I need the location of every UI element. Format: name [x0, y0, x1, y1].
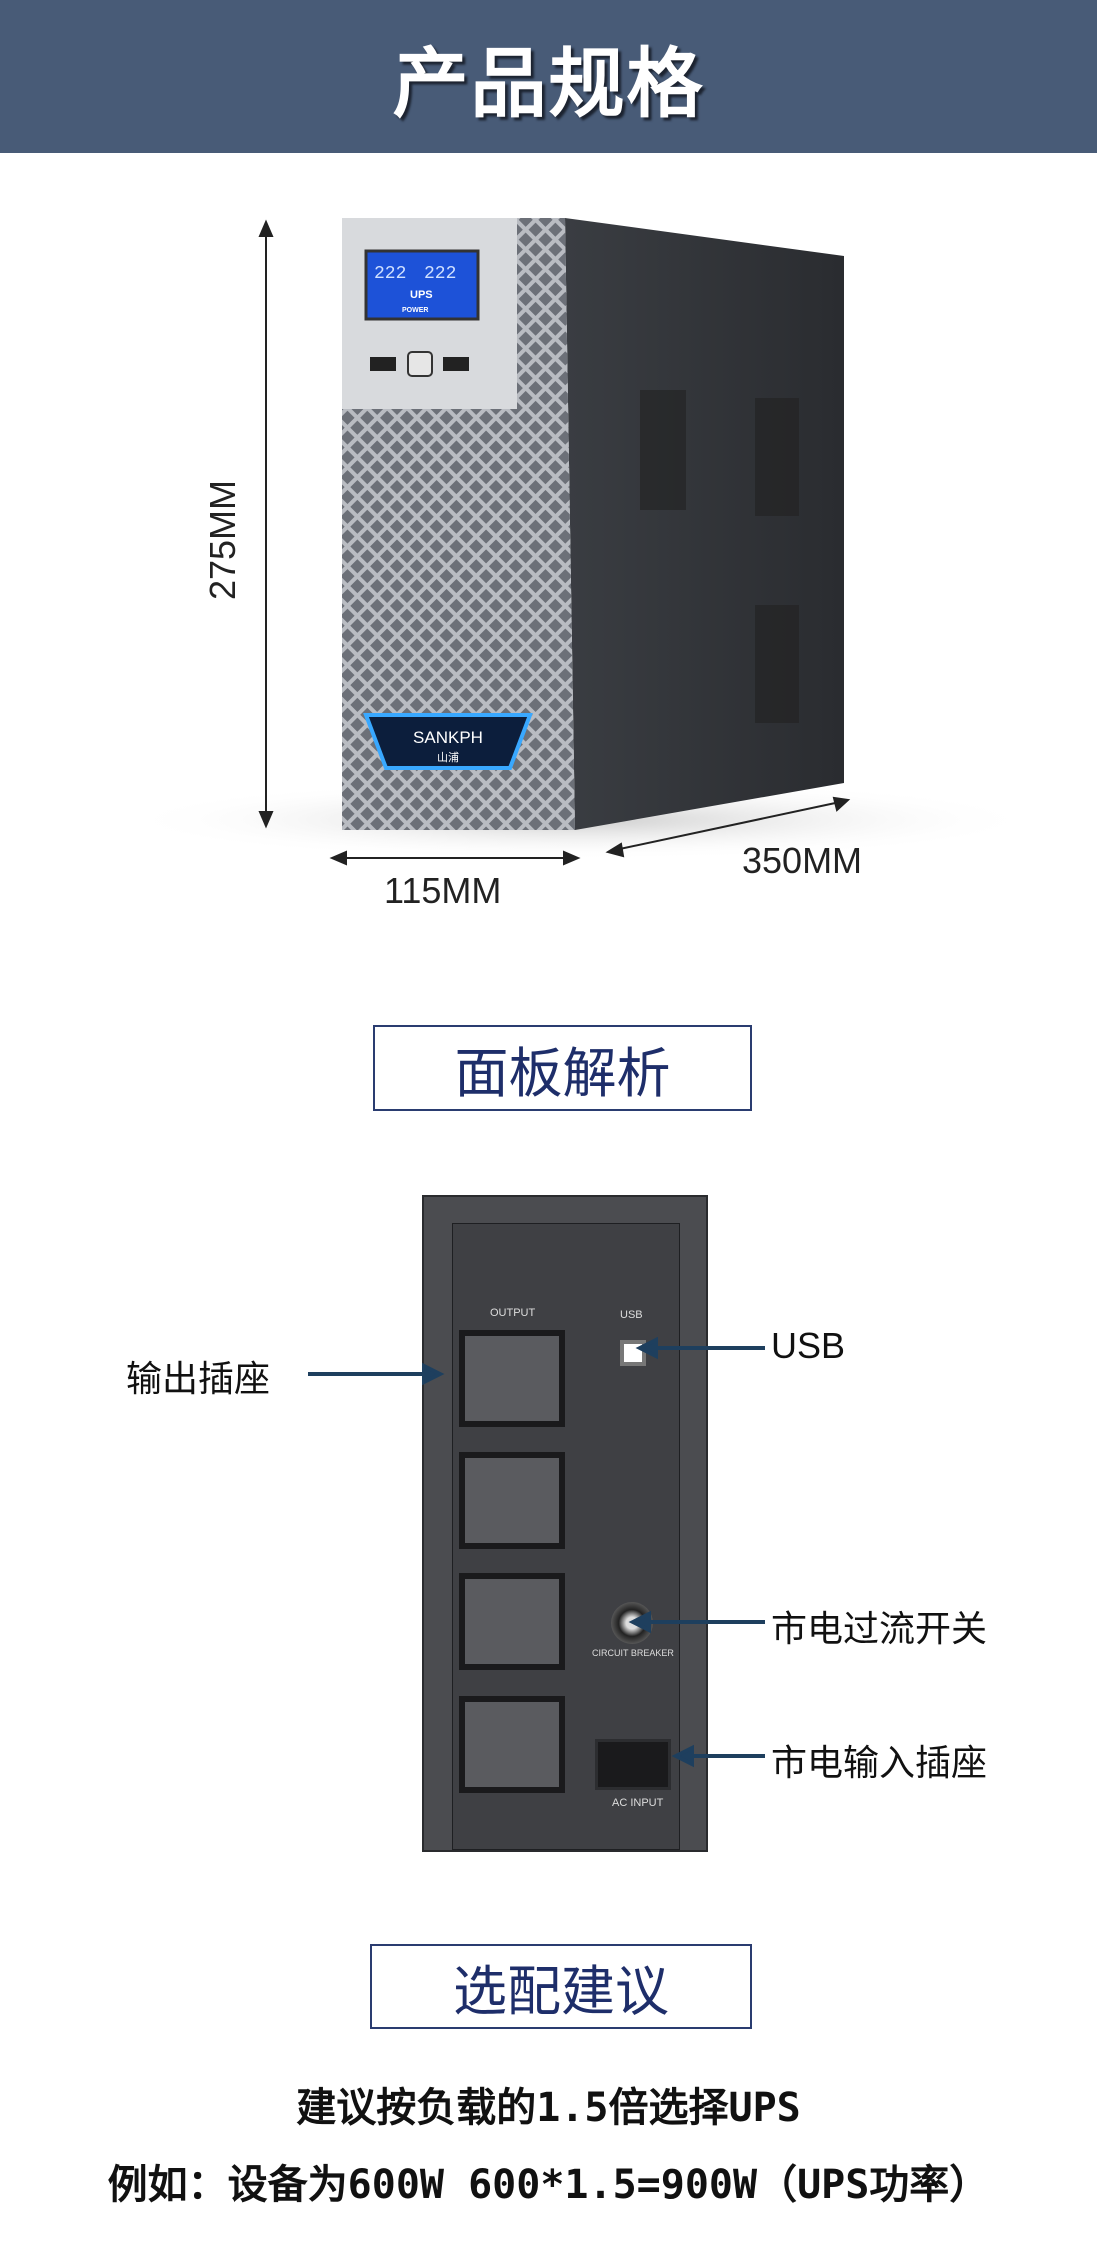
usb-port-icon: [620, 1340, 646, 1366]
callout-usb: USB: [771, 1325, 846, 1366]
output-socket: [459, 1452, 565, 1549]
selection-advice-heading: 选配建议: [370, 1944, 752, 2029]
usb-label: USB: [620, 1309, 643, 1321]
selection-advice-title: 选配建议: [453, 1960, 669, 2023]
dimension-arrows: [258, 219, 851, 866]
brand-badge: [363, 713, 533, 770]
circuit-breaker-label: CIRCUIT BREAKER: [592, 1648, 674, 1658]
header-banner: 产品规格: [0, 0, 1097, 153]
depth-dimension-label: 350MM: [742, 840, 863, 881]
callout-arrows: [308, 1336, 765, 1768]
output-socket: [459, 1330, 565, 1427]
svg-text:222: 222: [424, 264, 456, 284]
panel-analysis-title: 面板解析: [454, 1041, 671, 1105]
advice-line-2: 例如：设备为600W 600*1.5=900W（UPS功率）: [107, 2162, 990, 2208]
height-dimension-label: 275MM: [202, 479, 243, 601]
svg-text:SANKPH: SANKPH: [413, 728, 483, 747]
svg-text:UPS: UPS: [410, 289, 433, 301]
width-dimension-label: 115MM: [384, 870, 502, 911]
svg-text:山浦: 山浦: [437, 751, 459, 764]
ups-side-panel: [565, 218, 844, 830]
output-socket: [459, 1696, 565, 1793]
callout-ac-input: 市电输入插座: [771, 1743, 988, 1784]
usb-port-front-icon: [370, 357, 396, 371]
callout-output-socket: 输出插座: [126, 1359, 271, 1400]
ac-input-socket-icon: [595, 1739, 671, 1790]
ups-product-image: 222 222 UPS POWER SANKPH 山浦: [120, 218, 1040, 866]
output-label: OUTPUT: [490, 1307, 536, 1319]
callout-circuit-breaker: 市电过流开关: [771, 1609, 988, 1650]
page-title: 产品规格: [392, 38, 705, 128]
ac-input-label: AC INPUT: [612, 1797, 664, 1809]
side-vents: [640, 390, 799, 723]
advice-line-1: 建议按负载的1.5倍选择UPS: [296, 2085, 801, 2131]
svg-text:POWER: POWER: [402, 307, 428, 314]
ups-rear-view: OUTPUT USB CIRCUIT BREAKER AC INPUT: [422, 1195, 708, 1852]
power-button-icon: [407, 351, 433, 377]
usb-port-front-icon: [443, 357, 469, 371]
output-socket: [459, 1573, 565, 1670]
lcd-screen: [364, 249, 480, 321]
svg-text:222: 222: [374, 264, 406, 284]
panel-analysis-heading: 面板解析: [373, 1025, 752, 1111]
